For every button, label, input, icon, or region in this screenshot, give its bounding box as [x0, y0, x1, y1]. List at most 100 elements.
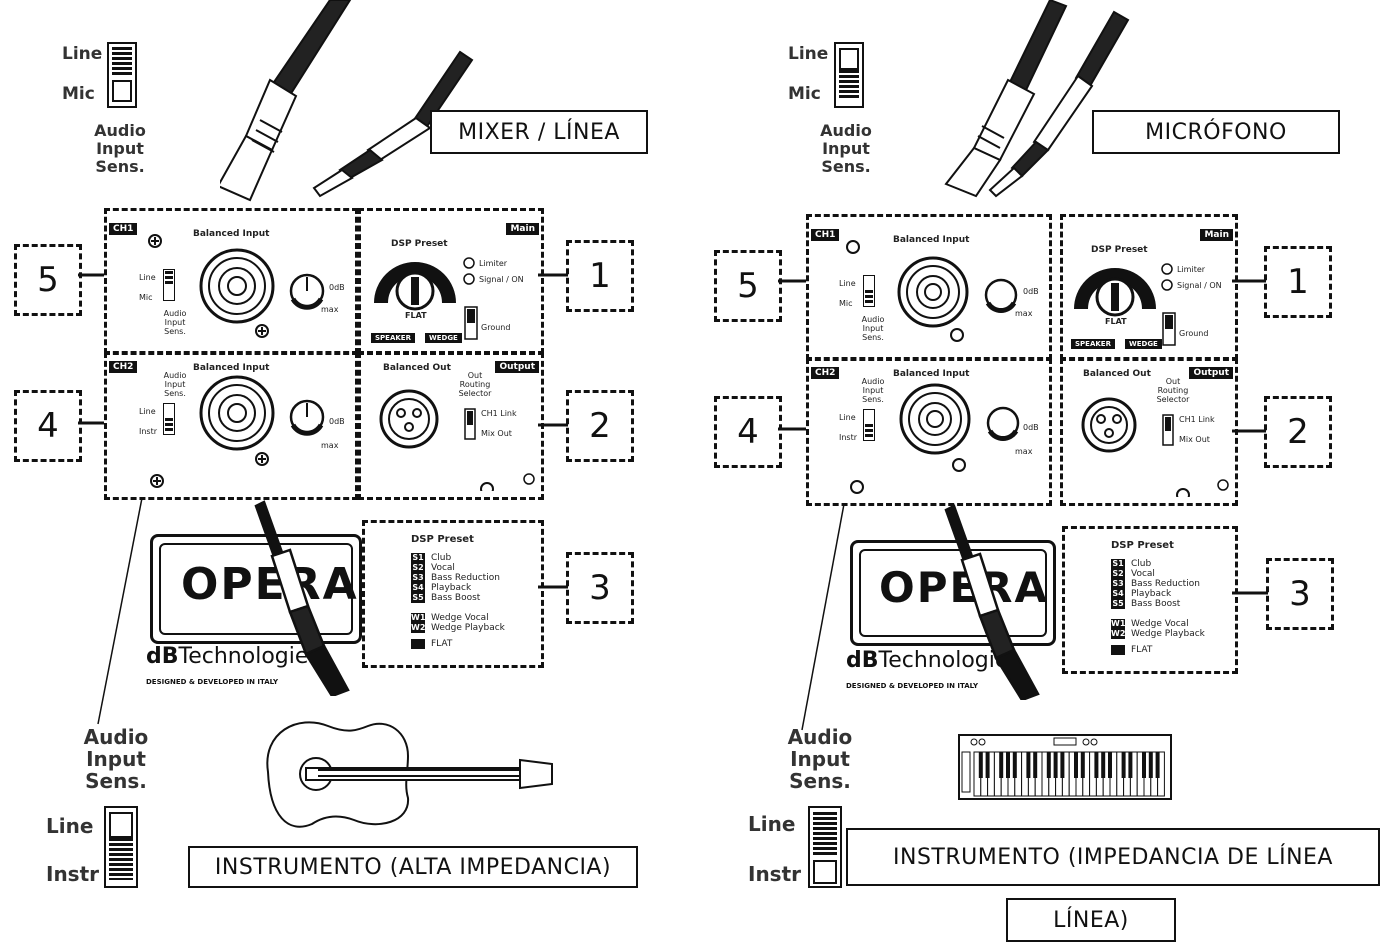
ch2-sens-text-right: Audio Input Sens. — [861, 377, 885, 404]
callout-1-right: 1 — [1264, 246, 1332, 318]
black-key — [978, 752, 983, 778]
ch1-mic-text-right: Mic — [839, 299, 853, 308]
ch2-combo-jack — [150, 375, 325, 488]
ch1-tag: CH1 — [109, 223, 138, 235]
line-mic-switch — [107, 42, 137, 108]
black-key — [1060, 752, 1065, 778]
balanced-input-label-right: Balanced Input — [893, 235, 970, 245]
ch1-combo-jack — [148, 234, 325, 338]
callout-5-right: 5 — [714, 250, 782, 322]
limiter-label: Limiter — [479, 259, 508, 268]
black-key — [1053, 752, 1058, 778]
opera-logo-plate: OPERA — [150, 534, 362, 644]
black-key — [1026, 752, 1031, 778]
instrumento-impedancia-caption: INSTRUMENTO (IMPEDANCIA DE LÍNEA — [846, 828, 1380, 886]
ch2-max-text-right: max — [1015, 447, 1033, 456]
output-panel: Output Balanced Out Out Routing Selector… — [358, 352, 544, 500]
output-panel-right: Output Balanced Out Out Routing Selector… — [1060, 358, 1238, 506]
ch2-max-text: max — [321, 441, 339, 450]
switch-mic-label: Mic — [62, 84, 95, 104]
ch2-tag-right: CH2 — [811, 367, 840, 379]
ch1-line-mic-switch — [163, 269, 175, 301]
opera-logo-plate-right: OPERA — [850, 540, 1056, 646]
black-key — [1148, 752, 1153, 778]
ch1-combo-jack-right — [846, 240, 1018, 342]
ch2-line-instr-switch-right — [863, 409, 875, 441]
line-mic-switch-right — [834, 42, 864, 108]
xlr-and-jack-plugs-illustration-right — [944, 0, 1130, 198]
callout-3: 3 — [566, 552, 634, 624]
ch1-link-label-right: CH1 Link — [1179, 415, 1215, 424]
out-routing-label-right: Out Routing Selector — [1156, 377, 1190, 404]
mix-out-label-right: Mix Out — [1179, 435, 1210, 444]
black-key — [1108, 752, 1112, 778]
black-key — [1006, 752, 1010, 778]
dsp-preset-knob — [374, 257, 478, 340]
callout-4-right: 4 — [714, 396, 782, 468]
mixer-linea-caption: MIXER / LÍNEA — [430, 110, 648, 154]
ch1-line-mic-switch-right — [863, 275, 875, 307]
ch2-odb-text: 0dB — [329, 417, 345, 426]
bottom-instr-label-right: Instr — [748, 862, 802, 886]
ch1-mic-text: Mic — [139, 293, 153, 302]
instrumento-alta-impedancia-caption: INSTRUMENTO (ALTA IMPEDANCIA) — [188, 846, 638, 888]
wedge-tag-right: WEDGE — [1125, 339, 1162, 349]
wedge-tag: WEDGE — [425, 333, 462, 343]
black-key — [1046, 752, 1051, 778]
limiter-label-right: Limiter — [1177, 265, 1206, 274]
ch1-sens-text: Audio Input Sens. — [163, 309, 187, 336]
acoustic-guitar-illustration — [266, 721, 553, 828]
xlr-output-connector-right — [1081, 397, 1229, 497]
ch2-combo-jack-right — [850, 383, 1020, 494]
out-routing-label: Out Routing Selector — [458, 371, 492, 398]
ch2-sens-text: Audio Input Sens. — [163, 371, 187, 398]
main-panel-right: Main DSP Preset Limiter Signal / ON Grou… — [1060, 214, 1238, 360]
keyboard-illustration — [958, 734, 1172, 800]
xlr-output-connector — [379, 389, 535, 491]
linea-caption: LÍNEA) — [1006, 898, 1176, 942]
callout-5: 5 — [14, 244, 82, 316]
ch1-panel: CH1 Balanced Input Line Mic Audio Input … — [104, 208, 358, 354]
microfono-caption: MICRÓFONO — [1092, 110, 1340, 154]
signal-on-label-right: Signal / ON — [1177, 281, 1222, 290]
jack-plug-into-ch2-right — [944, 504, 1040, 700]
switch-mic-label-right: Mic — [788, 84, 821, 104]
dsp-preset-label-right: DSP Preset — [1091, 245, 1148, 255]
opera-logo-right: OPERA — [879, 563, 1050, 612]
black-key — [1080, 752, 1085, 778]
opera-logo: OPERA — [181, 559, 359, 610]
signal-on-label: Signal / ON — [479, 275, 524, 284]
black-key — [1101, 752, 1106, 778]
output-tag: Output — [495, 361, 539, 373]
main-tag: Main — [506, 223, 539, 235]
ch1-tag-right: CH1 — [811, 229, 840, 241]
ch1-odb-text-right: 0dB — [1023, 287, 1039, 296]
black-key — [1074, 752, 1078, 778]
output-tag-right: Output — [1189, 367, 1233, 379]
balanced-out-label-right: Balanced Out — [1083, 369, 1151, 379]
speaker-tag-right: SPEAKER — [1071, 339, 1115, 349]
tagline-right: DESIGNED & DEVELOPED IN ITALY — [846, 682, 979, 690]
ch2-line-text-right: Line — [839, 413, 856, 422]
ch1-max-text: max — [321, 305, 339, 314]
speaker-tag: SPEAKER — [371, 333, 415, 343]
legend-title: DSP Preset — [411, 534, 474, 545]
ch2-balanced-input-label-right: Balanced Input — [893, 369, 970, 379]
black-key — [999, 752, 1004, 778]
xlr-and-jack-plugs-illustration — [220, 0, 474, 202]
dbtechnologies-logo: dBTechnologies — [146, 644, 320, 669]
black-key — [1128, 752, 1133, 778]
ch2-line-instr-switch — [163, 403, 175, 435]
dsp-preset-knob-right — [1074, 263, 1176, 346]
ground-label-right: Ground — [1179, 329, 1209, 338]
switch-line-label: Line — [62, 44, 103, 64]
tagline: DESIGNED & DEVELOPED IN ITALY — [146, 678, 279, 686]
ch2-odb-text-right: 0dB — [1023, 423, 1039, 432]
